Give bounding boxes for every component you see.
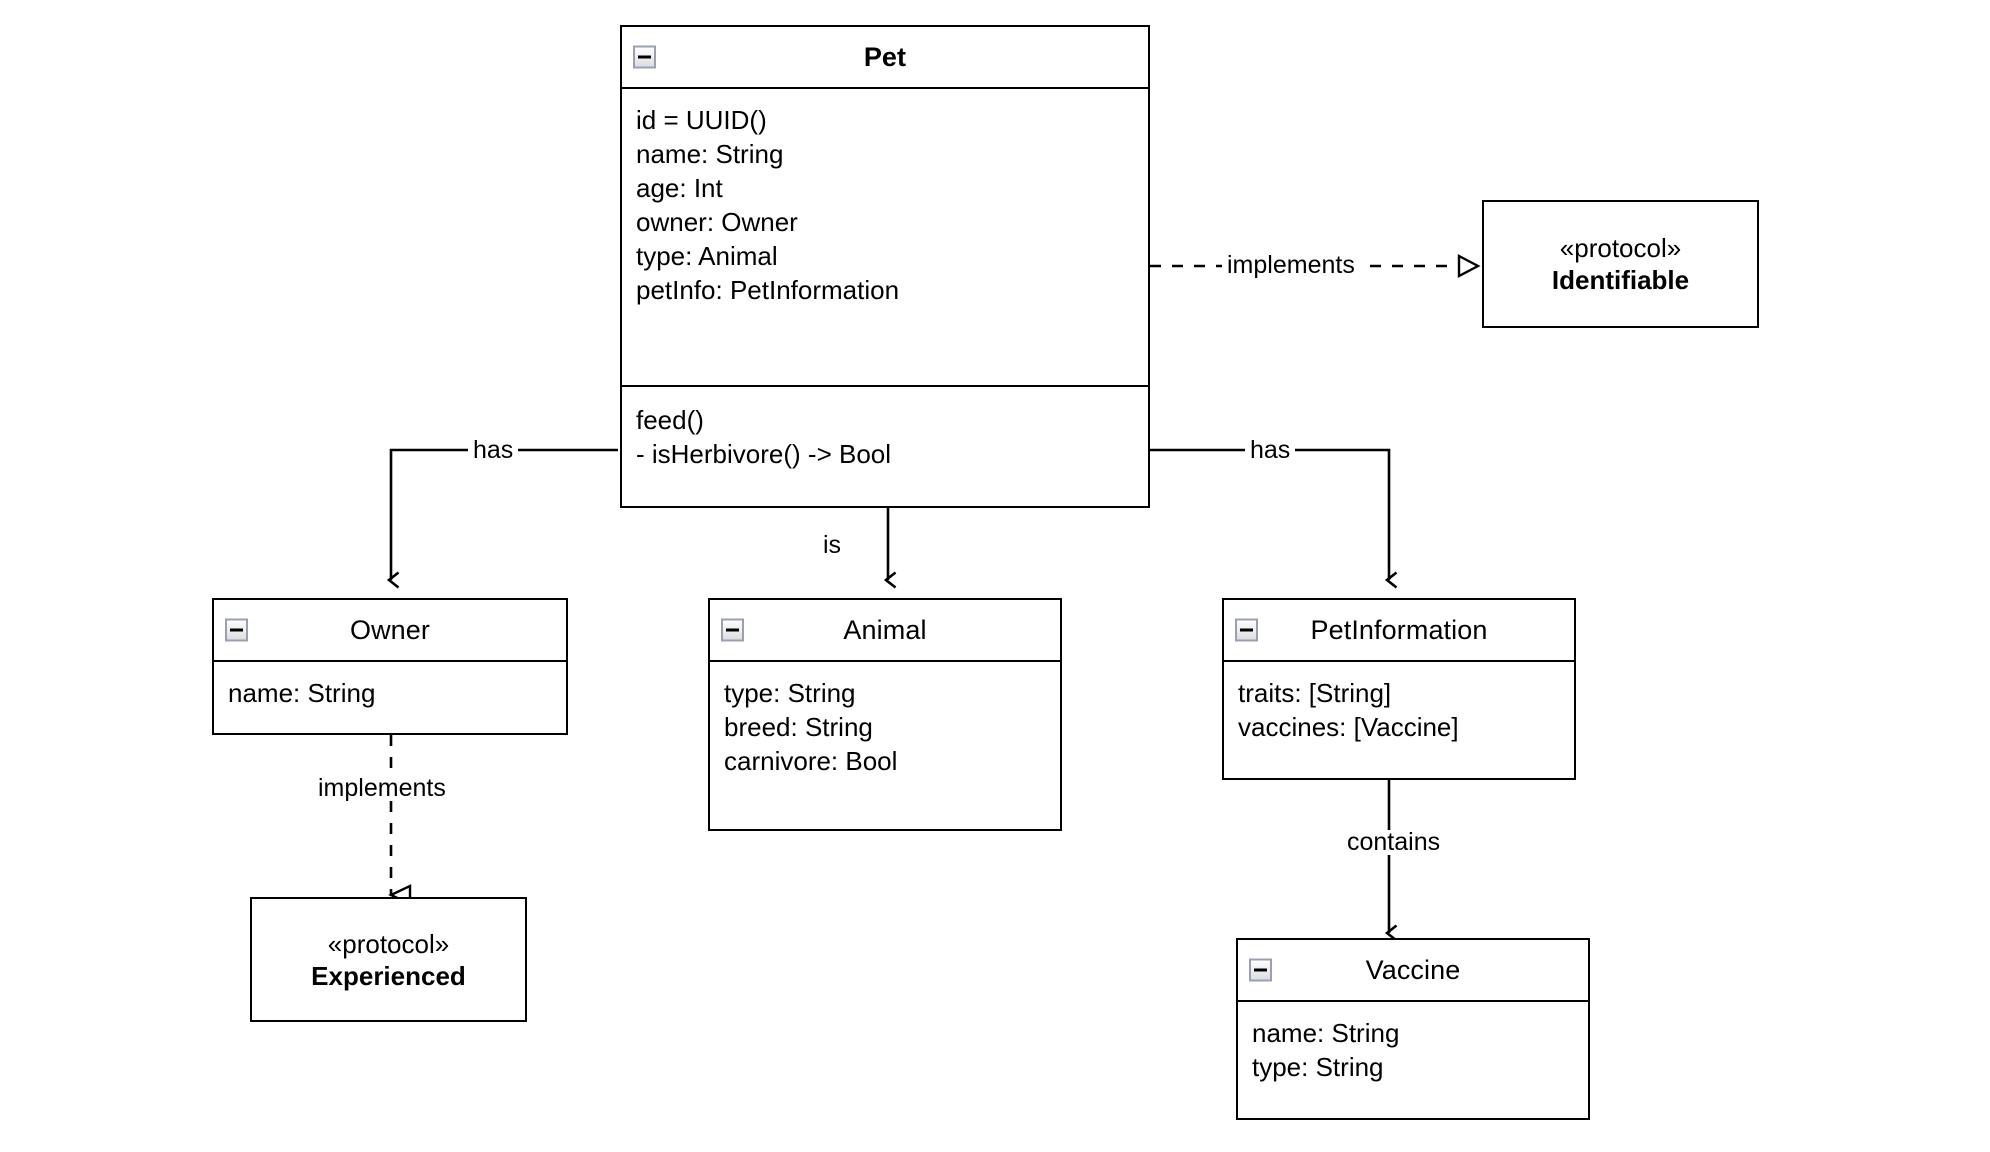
minus-icon[interactable]	[633, 45, 656, 69]
class-header-petinformation: PetInformation	[1224, 600, 1574, 662]
protocol-box-experienced[interactable]: «protocol» Experienced	[250, 897, 527, 1022]
attribute-row: vaccines: [Vaccine]	[1238, 712, 1459, 742]
method-row: - isHerbivore() -> Bool	[636, 439, 892, 469]
methods-compartment-pet: feed() - isHerbivore() -> Bool	[622, 387, 1148, 483]
protocol-box-identifiable[interactable]: «protocol» Identifiable	[1482, 200, 1759, 328]
class-header-pet: Pet	[622, 27, 1148, 89]
class-box-animal[interactable]: Animal type: String breed: String carniv…	[708, 598, 1062, 831]
minus-icon[interactable]	[1249, 958, 1272, 982]
edge-pet-has-petinformation	[1150, 448, 1398, 589]
class-box-owner[interactable]: Owner name: String	[212, 598, 568, 735]
minus-bar	[638, 55, 651, 59]
edge-label-pet-has-owner: has	[468, 438, 519, 463]
protocol-name-identifiable: Identifiable	[1551, 265, 1690, 295]
class-box-vaccine[interactable]: Vaccine name: String type: String	[1236, 938, 1590, 1120]
minus-bar	[726, 628, 739, 632]
class-box-pet[interactable]: Pet id = UUID() name: String age: Int ow…	[620, 25, 1150, 508]
edge-label-pet-has-petinformation: has	[1245, 438, 1296, 463]
attribute-row: breed: String	[724, 712, 873, 742]
minus-icon[interactable]	[225, 618, 248, 642]
edge-label-owner-implements-experienced: implements	[313, 776, 451, 801]
attribute-row: traits: [String]	[1238, 678, 1392, 708]
class-title-pet: Pet	[863, 41, 907, 72]
attributes-compartment-vaccine: name: String type: String	[1238, 1002, 1588, 1096]
attributes-compartment-animal: type: String breed: String carnivore: Bo…	[710, 662, 1060, 790]
attributes-compartment-pet: id = UUID() name: String age: Int owner:…	[622, 89, 1148, 387]
attribute-row: age: Int	[636, 173, 723, 203]
attribute-row: petInfo: PetInformation	[636, 275, 900, 305]
attribute-row: carnivore: Bool	[724, 746, 898, 776]
attributes-compartment-petinformation: traits: [String] vaccines: [Vaccine]	[1224, 662, 1574, 756]
class-title-owner: Owner	[349, 614, 431, 645]
class-box-petinformation[interactable]: PetInformation traits: [String] vaccines…	[1222, 598, 1576, 780]
protocol-stereotype-identifiable: «protocol»	[1559, 233, 1682, 263]
method-row: feed()	[636, 405, 704, 435]
attribute-row: owner: Owner	[636, 207, 798, 237]
class-title-vaccine: Vaccine	[1365, 954, 1461, 985]
minus-bar	[230, 628, 243, 632]
class-title-petinformation: PetInformation	[1310, 614, 1488, 645]
attributes-compartment-owner: name: String	[214, 662, 566, 722]
class-header-animal: Animal	[710, 600, 1060, 662]
attribute-row: type: String	[1252, 1052, 1384, 1082]
minus-bar	[1240, 628, 1253, 632]
minus-bar	[1254, 968, 1267, 972]
attribute-row: name: String	[1252, 1018, 1400, 1048]
class-header-owner: Owner	[214, 600, 566, 662]
class-header-vaccine: Vaccine	[1238, 940, 1588, 1002]
minus-icon[interactable]	[721, 618, 744, 642]
edge-label-pet-implements-identifiable: implements	[1222, 253, 1360, 278]
attribute-row: type: Animal	[636, 241, 778, 271]
minus-icon[interactable]	[1235, 618, 1258, 642]
edge-label-petinformation-contains-vaccine: contains	[1342, 830, 1446, 855]
edge-pet-has-owner	[386, 448, 618, 589]
attribute-row: name: String	[228, 678, 376, 708]
class-title-animal: Animal	[843, 614, 927, 645]
protocol-stereotype-experienced: «protocol»	[327, 928, 450, 959]
edge-label-pet-is-animal: is	[818, 533, 847, 558]
protocol-name-experienced: Experienced	[311, 960, 466, 991]
attribute-row: name: String	[636, 139, 784, 169]
attribute-row: type: String	[724, 678, 856, 708]
attribute-row: id = UUID()	[636, 105, 767, 135]
